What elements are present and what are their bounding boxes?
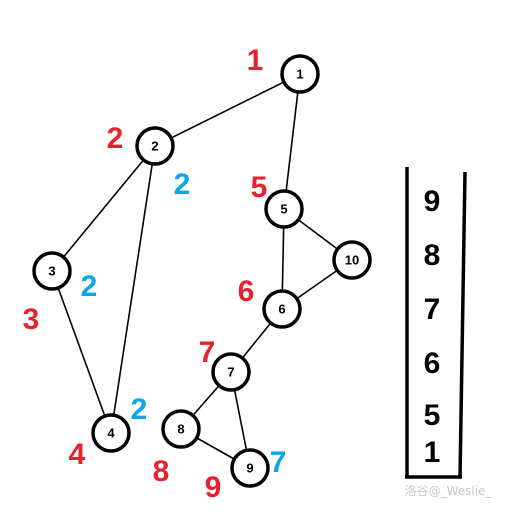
stack-item-5: 5 xyxy=(424,399,441,432)
node-3: 3 xyxy=(32,251,72,291)
edge-1-2 xyxy=(154,73,301,147)
node-1-label: 1 xyxy=(296,67,303,82)
node-8: 8 xyxy=(161,409,201,449)
stack-item-8: 8 xyxy=(424,239,441,272)
node-6: 6 xyxy=(262,289,302,329)
node-5-label: 5 xyxy=(280,202,287,217)
stack: 9 8 7 6 5 1 xyxy=(405,167,467,479)
order-label-5: 5 xyxy=(251,171,268,204)
low-label-node-9: 7 xyxy=(270,446,287,479)
node-6-label: 6 xyxy=(278,302,285,317)
low-label-node-3: 2 xyxy=(81,270,98,303)
stack-item-6: 6 xyxy=(424,347,441,380)
order-label-2: 2 xyxy=(107,122,124,155)
node-9: 9 xyxy=(230,448,270,488)
stack-item-9: 9 xyxy=(424,185,441,218)
node-9-label: 9 xyxy=(246,461,253,476)
node-10: 10 xyxy=(332,240,372,280)
order-label-3: 3 xyxy=(23,303,40,336)
node-10-label: 10 xyxy=(345,253,359,268)
stack-item-1: 1 xyxy=(424,436,441,469)
node-2: 2 xyxy=(135,126,175,166)
node-3-label: 3 xyxy=(48,264,55,279)
nodes: 1 2 3 4 5 6 7 8 xyxy=(32,54,372,488)
order-labels: 1 2 3 4 5 6 7 8 9 xyxy=(23,44,268,504)
low-labels: 2 2 2 7 xyxy=(81,168,287,479)
node-8-label: 8 xyxy=(177,422,184,437)
node-7: 7 xyxy=(211,352,251,392)
order-label-9: 9 xyxy=(205,471,222,504)
stack-item-7: 7 xyxy=(424,293,441,326)
order-label-1: 1 xyxy=(247,44,264,77)
edge-2-3 xyxy=(51,145,156,272)
order-label-8: 8 xyxy=(153,455,170,488)
node-5: 5 xyxy=(264,189,304,229)
stack-right-wall xyxy=(458,171,467,479)
node-4: 4 xyxy=(91,413,131,453)
order-label-6: 6 xyxy=(238,275,255,308)
low-label-node-4: 2 xyxy=(131,393,148,426)
low-label-node-2: 2 xyxy=(174,168,191,201)
edge-2-4 xyxy=(110,145,156,434)
watermark: 洛谷@_Weslie_ xyxy=(405,483,493,498)
edge-3-4 xyxy=(51,270,112,434)
node-1: 1 xyxy=(280,54,320,94)
node-4-label: 4 xyxy=(107,426,115,441)
order-label-4: 4 xyxy=(69,438,86,471)
order-label-7: 7 xyxy=(199,336,216,369)
node-2-label: 2 xyxy=(151,139,158,154)
edge-1-5 xyxy=(283,73,301,210)
node-7-label: 7 xyxy=(227,365,234,380)
